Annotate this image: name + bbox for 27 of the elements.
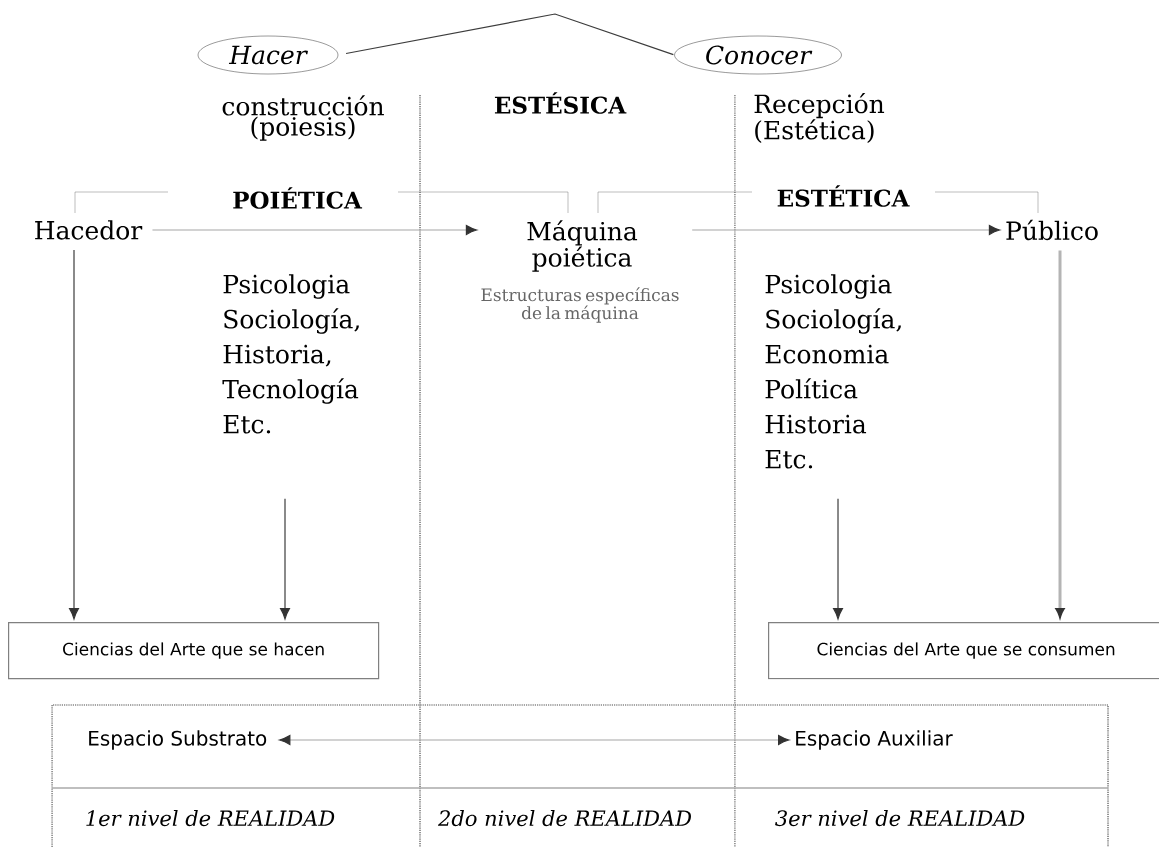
node-label: Espacio Auxiliar: [796, 730, 953, 750]
arrow: [280, 498, 290, 620]
arrow: [69, 249, 79, 620]
arrow: [279, 735, 790, 745]
heading-text: Recepción (Estética): [754, 92, 885, 144]
heading-text: POIÉTICA: [233, 187, 363, 209]
heading-text: ESTÉSICA: [494, 92, 627, 114]
arrow: [691, 225, 1001, 235]
node-label: Público: [1006, 219, 1098, 241]
level-label: 1er nivel de REALIDAD: [86, 809, 335, 827]
discipline-list: Psicologia Sociología, Historia, Tecnología Etc.: [222, 274, 359, 434]
level-label: 2do nivel de REALIDAD: [437, 809, 691, 827]
discipline-list: Psicologia Sociología, Economia Política Historia Etc.: [765, 274, 901, 469]
node-label: Espacio Substrato: [89, 730, 267, 750]
arrow: [833, 498, 843, 620]
heading-text: ESTÉTICA: [777, 185, 910, 207]
node-label: Hacedor: [35, 220, 143, 240]
node-label: Máquina poiética: [527, 220, 638, 272]
text-box: Ciencias del Arte que se hacen: [8, 622, 380, 680]
level-label: 3er nivel de REALIDAD: [775, 809, 1025, 827]
connector-line: [345, 13, 674, 56]
arrow: [151, 225, 478, 235]
arrow: [1055, 250, 1065, 618]
ellipse-node: Hacer: [197, 35, 339, 75]
ellipse-node: Conocer: [674, 35, 842, 75]
description-text: Estructuras específicas de la máquina: [481, 287, 679, 323]
text-box: Ciencias del Arte que se consumen: [768, 622, 1159, 680]
